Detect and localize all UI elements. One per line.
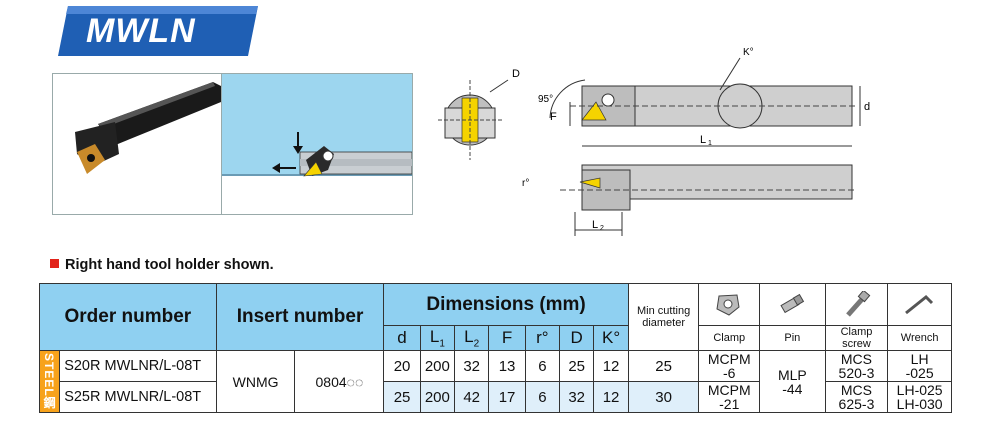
title-banner (58, 6, 258, 56)
technical-drawing: D 95° F K° d L 1 L 2 r° (438, 47, 870, 236)
val-L2: 42 (454, 381, 490, 413)
col-F: F (488, 325, 526, 351)
val-L1: 200 (419, 350, 456, 382)
steel-label: STEEL鋼 (38, 350, 61, 413)
wrench-cell: LH -025 (887, 350, 952, 382)
col-d: d (383, 325, 421, 351)
table-row: S25R MWLNR/L-08T 25 200 42 17 6 32 12 30… (40, 381, 952, 413)
order-cell: S25R MWLNR/L-08T (59, 381, 217, 413)
label-95: 95° (538, 94, 553, 105)
clamp-icon (716, 293, 740, 316)
pin-cell: MLP -44 (759, 350, 826, 413)
clamp-cell: MCPM -21 (698, 381, 761, 413)
label-kappa: K° (743, 47, 754, 58)
col-K: K° (593, 325, 629, 351)
boring-illustration (221, 73, 413, 215)
screw-icon (845, 290, 870, 317)
label-L2-sub: 2 (600, 225, 604, 232)
val-L2: 32 (454, 350, 490, 382)
order-number-header: Order number (39, 283, 217, 351)
pin-icon-cell (759, 283, 826, 326)
label-F: F (550, 111, 557, 123)
note-label: Right hand tool holder shown. (65, 257, 274, 273)
pin-icon (780, 293, 805, 313)
tool-photo (52, 73, 222, 215)
val-d: 25 (383, 381, 421, 413)
val-K: 12 (593, 350, 629, 382)
wrench-cell: LH-025 LH-030 (887, 381, 952, 413)
val-D: 32 (559, 381, 595, 413)
col-r: r° (524, 325, 561, 351)
label-r: r° (522, 178, 529, 189)
val-K: 12 (593, 381, 629, 413)
bullet-square-icon (50, 259, 59, 268)
pin-header: Pin (759, 325, 826, 351)
table-row: STEEL鋼 S20R MWLNR/L-08T WNMG 0804◌◌ 20 2… (38, 350, 952, 413)
wrench-icon (905, 294, 934, 314)
wrench-icon-cell (887, 283, 952, 326)
val-D: 25 (559, 350, 595, 382)
label-D: D (512, 68, 520, 80)
min-cutting-header: Min cutting diameter (627, 283, 700, 351)
min-diam-cell: 25 (627, 350, 700, 382)
label-L1: L (700, 134, 706, 146)
label-L2: L (592, 219, 598, 231)
dimensions-header: Dimensions (mm) (383, 283, 629, 326)
label-d: d (864, 101, 870, 113)
wrench-header: Wrench (887, 325, 952, 351)
min-diam-cell: 30 (627, 381, 700, 413)
col-D: D (559, 325, 595, 351)
val-F: 17 (488, 381, 526, 413)
clamp-screw-icon-cell (824, 283, 889, 326)
val-F: 13 (488, 350, 526, 382)
note-text: Right hand tool holder shown. (50, 257, 274, 273)
val-r: 6 (524, 381, 561, 413)
insert-type-cell: WNMG (215, 350, 296, 413)
clamp-screw-header: Clamp screw (824, 325, 889, 351)
col-L1: L1 (419, 325, 456, 351)
screw-cell: MCS 625-3 (824, 381, 889, 413)
page-title: MWLN (86, 12, 196, 50)
clamp-icon-cell (698, 283, 761, 326)
col-L2: L2 (454, 325, 490, 351)
clamp-cell: MCPM -6 (698, 350, 761, 382)
val-r: 6 (524, 350, 561, 382)
spec-table: Order number Insert number Dimensions (m… (38, 283, 952, 413)
insert-code-cell: 0804◌◌ (294, 350, 385, 413)
clamp-header: Clamp (698, 325, 761, 351)
screw-cell: MCS 520-3 (824, 350, 889, 382)
val-d: 20 (383, 350, 421, 382)
insert-number-header: Insert number (215, 283, 385, 351)
order-cell: S20R MWLNR/L-08T (59, 350, 217, 382)
label-L1-sub: 1 (708, 140, 712, 147)
val-L1: 200 (419, 381, 456, 413)
